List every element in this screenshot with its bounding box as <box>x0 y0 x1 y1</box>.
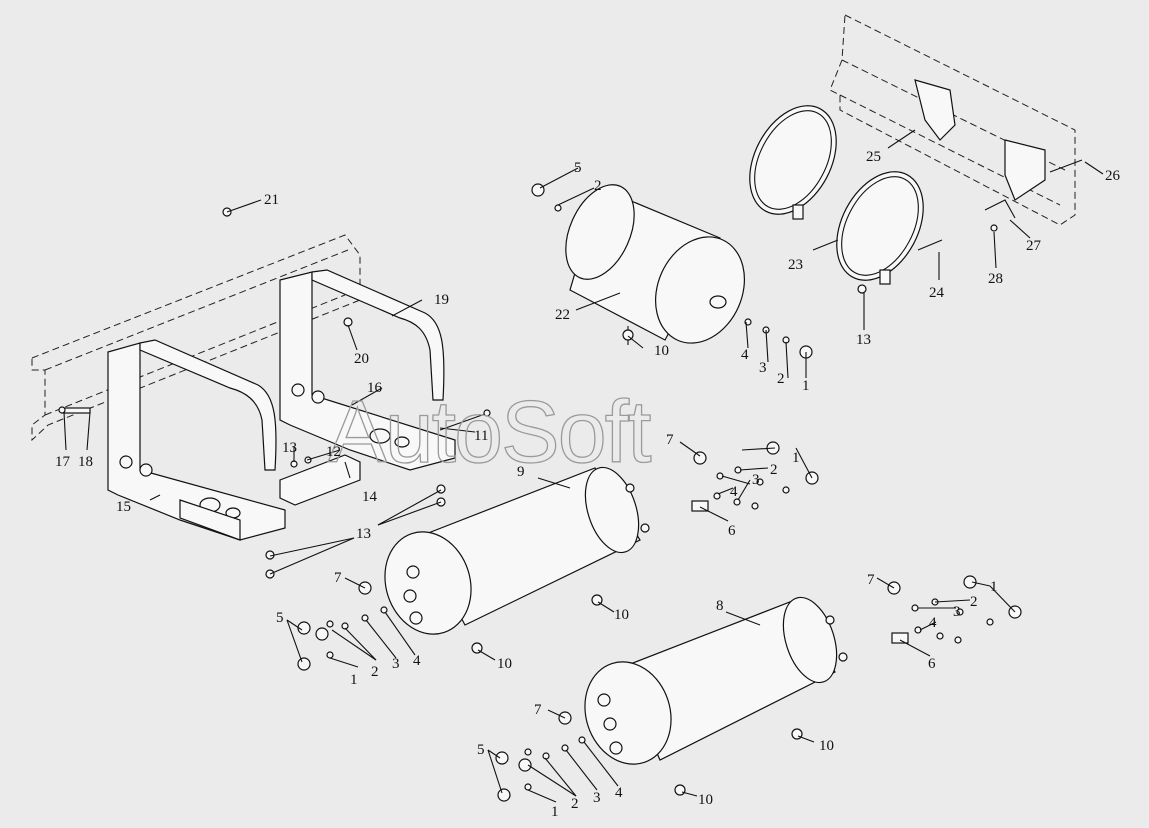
label-27: 27 <box>1026 238 1042 254</box>
watermark: AutoSoft <box>328 382 651 481</box>
label-10: 10 <box>698 792 713 808</box>
label-2: 2 <box>970 594 978 610</box>
label-18: 18 <box>78 454 93 470</box>
label-3: 3 <box>392 656 400 672</box>
label-5: 5 <box>276 610 284 626</box>
label-2: 2 <box>777 371 785 387</box>
label-7: 7 <box>666 432 674 448</box>
label-7: 7 <box>334 570 342 586</box>
label-4: 4 <box>741 347 749 363</box>
label-3: 3 <box>953 604 961 620</box>
label-4: 4 <box>929 615 937 631</box>
label-13: 13 <box>282 440 297 456</box>
label-3: 3 <box>752 472 760 488</box>
label-16: 16 <box>367 380 383 396</box>
label-13: 13 <box>856 332 871 348</box>
bolt-11 <box>439 409 491 431</box>
label-21: 21 <box>264 192 279 208</box>
label-28: 28 <box>988 271 1003 287</box>
bracket-19 <box>279 269 456 471</box>
label-4: 4 <box>413 653 421 669</box>
label-5: 5 <box>477 742 485 758</box>
label-9: 9 <box>517 464 525 480</box>
tank-9 <box>384 466 650 654</box>
label-14: 14 <box>362 489 378 505</box>
label-13: 13 <box>356 526 371 542</box>
label-17: 17 <box>55 454 71 470</box>
leader-lines <box>63 129 1104 803</box>
label-2: 2 <box>594 178 602 194</box>
label-15: 15 <box>116 499 131 515</box>
label-1: 1 <box>551 804 559 820</box>
bolt-24 <box>857 239 943 294</box>
bolt-26 <box>1049 159 1083 173</box>
label-6: 6 <box>728 523 736 539</box>
clamp-band-upper <box>749 105 837 220</box>
plate-27 <box>984 199 1016 232</box>
label-2: 2 <box>571 796 579 812</box>
label-1: 1 <box>802 378 810 394</box>
label-7: 7 <box>534 702 542 718</box>
tank-22 <box>565 184 746 345</box>
label-5: 5 <box>574 160 582 176</box>
label-4: 4 <box>615 785 623 801</box>
label-2: 2 <box>371 664 379 680</box>
label-3: 3 <box>593 790 601 806</box>
label-7: 7 <box>867 572 875 588</box>
label-8: 8 <box>716 598 724 614</box>
label-10: 10 <box>819 738 834 754</box>
label-1: 1 <box>350 672 358 688</box>
clamp-band-lower <box>836 171 924 285</box>
label-22: 22 <box>555 307 570 323</box>
label-4: 4 <box>730 484 738 500</box>
bracket-15 <box>107 339 286 541</box>
label-1: 1 <box>792 450 800 466</box>
label-2: 2 <box>770 462 778 478</box>
label-10: 10 <box>614 607 629 623</box>
bolts-17-18 <box>58 406 91 414</box>
callout-labels: 21 5 2 22 10 4 3 2 1 19 20 16 11 13 12 1… <box>55 149 1121 820</box>
label-11: 11 <box>474 428 488 444</box>
label-6: 6 <box>928 656 936 672</box>
label-19: 19 <box>434 292 449 308</box>
bracket-25 <box>914 79 1046 201</box>
bracket-14 <box>279 454 361 506</box>
label-26: 26 <box>1105 168 1121 184</box>
label-10: 10 <box>497 656 512 672</box>
label-25: 25 <box>866 149 881 165</box>
label-3: 3 <box>759 360 767 376</box>
label-10: 10 <box>654 343 669 359</box>
label-24: 24 <box>929 285 945 301</box>
label-23: 23 <box>788 257 803 273</box>
label-20: 20 <box>354 351 369 367</box>
label-12: 12 <box>326 444 341 460</box>
label-1: 1 <box>990 579 998 595</box>
